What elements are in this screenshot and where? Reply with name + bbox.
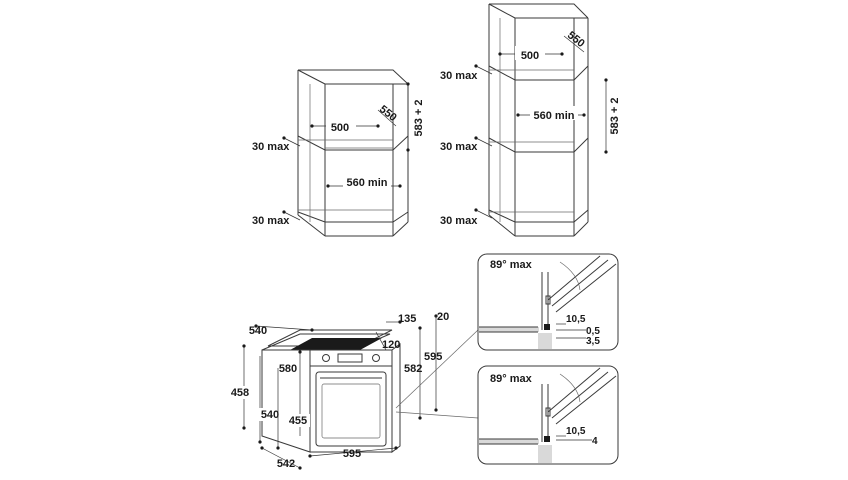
cab-left-bottomgap-label: 30 max: [252, 215, 290, 227]
cab-right-topgap-label: 30 max: [440, 70, 478, 82]
detail-bottom: 89° max 10,5 4: [477, 365, 619, 465]
cab-right-depth-label: 550: [565, 29, 587, 50]
oven-595-width-label: 595: [343, 448, 361, 460]
oven-20-label: 20: [437, 311, 449, 323]
oven-drawing: [261, 329, 401, 453]
cab-left-width-label: 500: [331, 122, 349, 134]
oven-135-label: 135: [398, 313, 416, 325]
cabinet-right: [488, 3, 589, 237]
cab-left-height-label: 583 + 2: [413, 99, 425, 136]
detail-bottom-angle-label: 89° max: [490, 373, 533, 385]
cab-left-topgap-label: 30 max: [252, 141, 290, 153]
oven-582-label: 582: [404, 363, 422, 375]
detail-top: 89° max 10,5 0,5 3,5: [477, 253, 619, 351]
oven-540-side-label: 540: [261, 409, 279, 421]
cab-right-height-label: 583 + 2: [609, 97, 621, 134]
oven-595-height-label: 595: [424, 351, 442, 363]
oven-542-label: 542: [277, 458, 295, 470]
oven-540-top-label: 540: [249, 325, 267, 337]
cab-right-width-label: 500: [521, 50, 539, 62]
detail-top-angle-label: 89° max: [490, 259, 533, 271]
cabinet-left-dims: 500 550 583 + 2 560 min 30 max 30 max: [252, 82, 425, 227]
detail-bottom-10-5-label: 10,5: [566, 426, 586, 437]
cab-right-midgap-label: 30 max: [440, 141, 478, 153]
oven-458-label: 458: [231, 387, 249, 399]
detail-top-0-5-label: 0,5: [586, 326, 600, 337]
oven-455-label: 455: [289, 415, 307, 427]
oven-580-label: 580: [279, 363, 297, 375]
cab-left-depth-label: 550: [377, 103, 399, 124]
detail-top-3-5-label: 3,5: [586, 336, 600, 347]
oven-120-label: 120: [382, 339, 400, 351]
cabinet-left: [297, 69, 409, 237]
cab-right-bottomgap-label: 30 max: [440, 215, 478, 227]
detail-top-10-5-label: 10,5: [566, 314, 586, 325]
detail-bottom-4-label: 4: [592, 436, 598, 447]
cabinet-right-dims: 500 550 583 + 2 560 min 30 max 30 max 30…: [440, 29, 621, 227]
oven-dims: 540 135 20 120 595 582 458 580 540: [228, 311, 479, 470]
cab-right-minwidth-label: 560 min: [534, 110, 575, 122]
cab-left-minwidth-label: 560 min: [347, 177, 388, 189]
